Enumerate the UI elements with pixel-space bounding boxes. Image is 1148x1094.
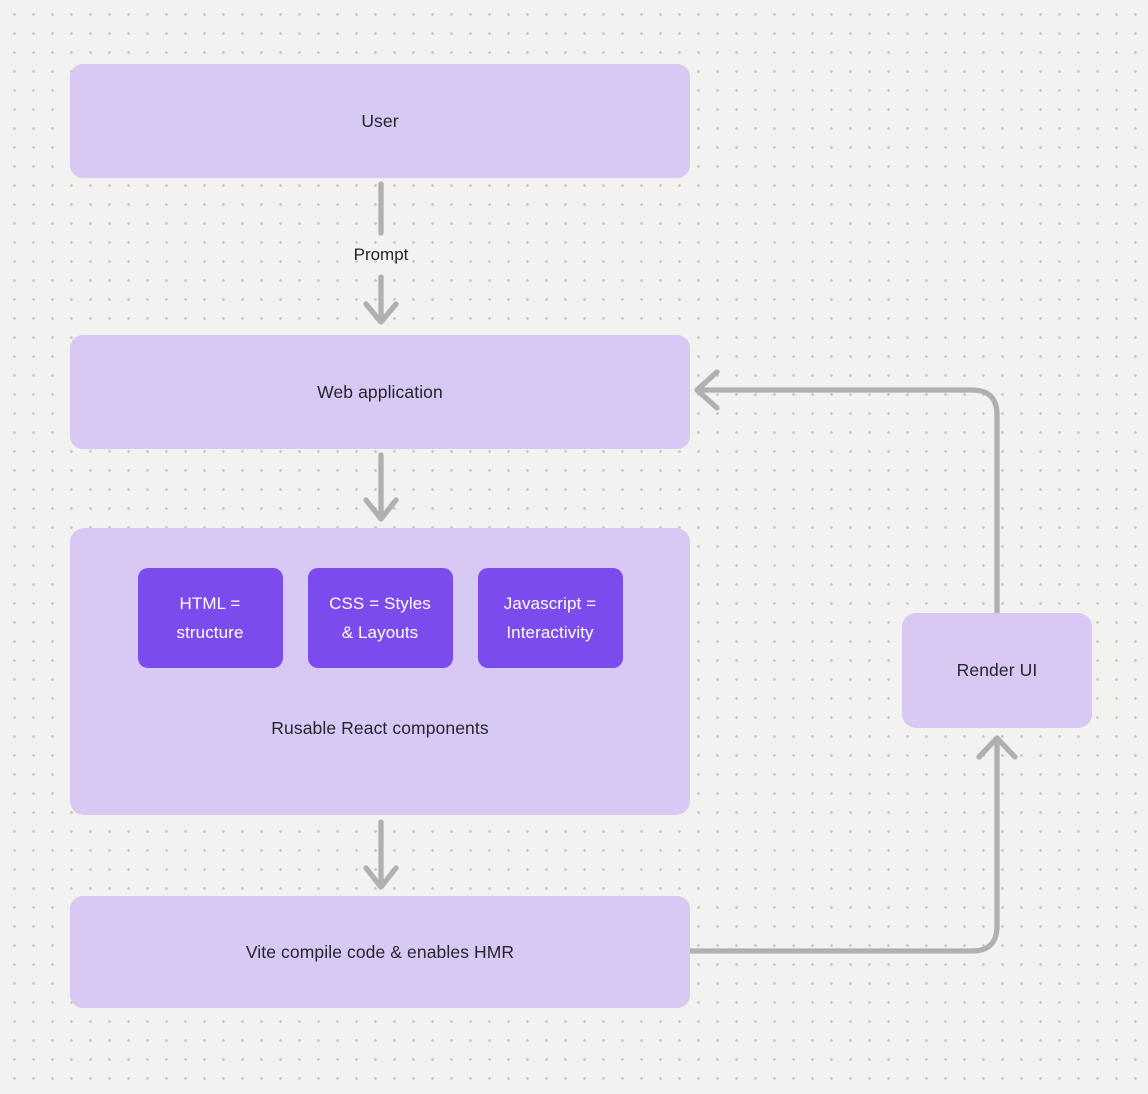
connector-renderui-to-webapp [698,387,1000,616]
component-chip-html: HTML = structure [137,568,283,668]
arrowhead-up-into-renderui [976,735,1018,760]
component-chip-javascript: Javascript = Interactivity [477,568,623,668]
components-row: HTML = structure CSS = Styles & Layouts … [70,528,690,668]
node-vite-label: Vite compile code & enables HMR [245,941,515,962]
node-vite: Vite compile code & enables HMR [70,896,690,1008]
node-user: User [70,64,690,178]
node-user-label: User [361,110,399,131]
arrowhead-down-components-to-vite [363,865,399,890]
node-render-ui: Render UI [902,613,1092,728]
component-chip-css: CSS = Styles & Layouts [307,568,453,668]
node-render-ui-label: Render UI [956,660,1038,680]
components-group-caption: Rusable React components [271,718,489,738]
arrowhead-left-into-webapp [694,369,720,411]
connector-vite-to-renderui [688,739,1000,954]
prompt-edge-label: Prompt [353,245,409,264]
arrowhead-down-user-to-webapp [363,301,399,325]
arrowhead-down-webapp-to-components [363,497,399,522]
node-web-application: Web application [70,335,690,449]
node-components-group: HTML = structure CSS = Styles & Layouts … [70,528,690,815]
node-web-application-label: Web application [317,381,443,402]
